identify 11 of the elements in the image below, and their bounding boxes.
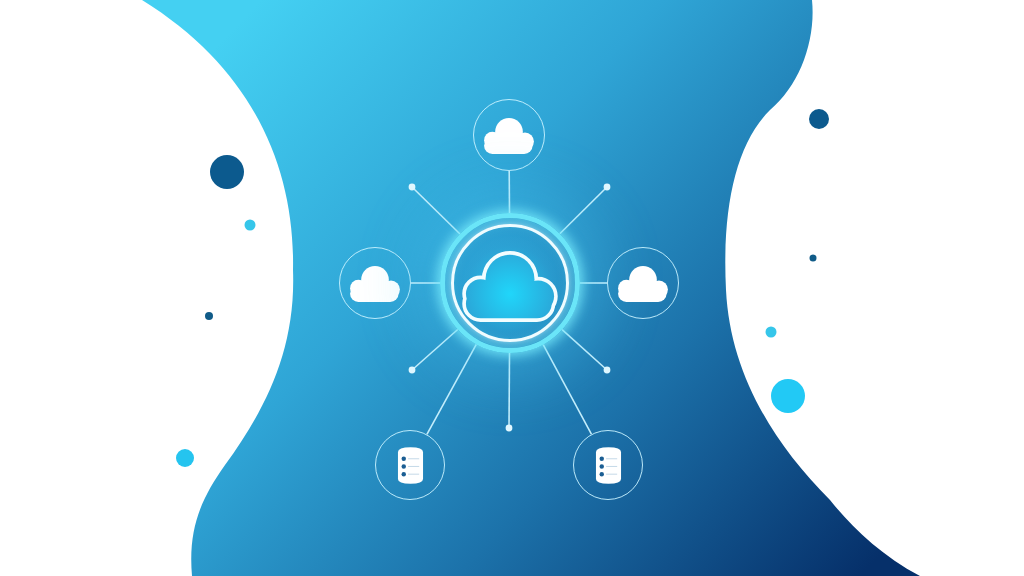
dot-ended-line bbox=[561, 328, 611, 374]
dot-ended-line bbox=[505, 352, 513, 432]
cloud-hub-node bbox=[440, 213, 580, 353]
connector-line bbox=[542, 343, 593, 435]
dot-ended-line bbox=[559, 183, 611, 235]
dot-ended-line bbox=[408, 183, 461, 235]
connector-line bbox=[410, 282, 441, 284]
connector-line bbox=[579, 282, 608, 284]
dot-ended-line bbox=[408, 328, 459, 374]
connector-line bbox=[426, 343, 478, 436]
connector-line bbox=[508, 170, 511, 214]
